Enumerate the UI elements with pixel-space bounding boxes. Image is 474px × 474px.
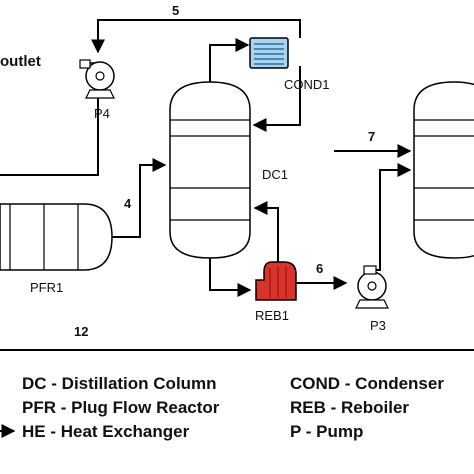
legend: DC - Distillation Column PFR - Plug Flow… (0, 374, 444, 441)
reb1-vapor-return-line (253, 201, 279, 266)
pfr1-reactor (0, 203, 113, 271)
outlet-label: outlet (0, 53, 41, 70)
dc1-column (169, 81, 251, 259)
stream-5-line (91, 19, 301, 54)
reb1-label: REB1 (255, 308, 289, 323)
p4-discharge-line (0, 96, 99, 176)
p4-pump (79, 59, 115, 99)
pfr1-label: PFR1 (30, 280, 63, 295)
p3-discharge-line (370, 163, 412, 271)
dc1-bottoms-line (209, 250, 252, 297)
cond1-reflux-line (252, 66, 301, 132)
legend-item: REB - Reboiler (290, 398, 409, 417)
stream-4-line (112, 158, 167, 238)
p3-label: P3 (370, 318, 386, 333)
p4-label: P4 (94, 106, 110, 121)
stream-6-label: 6 (316, 261, 323, 276)
legend-item: COND - Condenser (290, 374, 444, 393)
stream-4-label: 4 (124, 196, 132, 211)
dc1-vapor-line (209, 38, 250, 90)
reb1-reboiler (255, 261, 297, 301)
stream-7-label: 7 (368, 129, 375, 144)
legend-item: PFR - Plug Flow Reactor (22, 398, 220, 417)
legend-item: HE - Heat Exchanger (22, 422, 190, 441)
p3-pump (355, 265, 389, 309)
stream-5-label: 5 (172, 3, 179, 18)
dc1-label: DC1 (262, 167, 288, 182)
stream-12-label: 12 (74, 324, 88, 339)
legend-item: P - Pump (290, 422, 363, 441)
cond1-label: COND1 (284, 77, 330, 92)
second-column (413, 81, 474, 259)
cond1-condenser (249, 37, 289, 69)
legend-item: DC - Distillation Column (22, 374, 217, 393)
